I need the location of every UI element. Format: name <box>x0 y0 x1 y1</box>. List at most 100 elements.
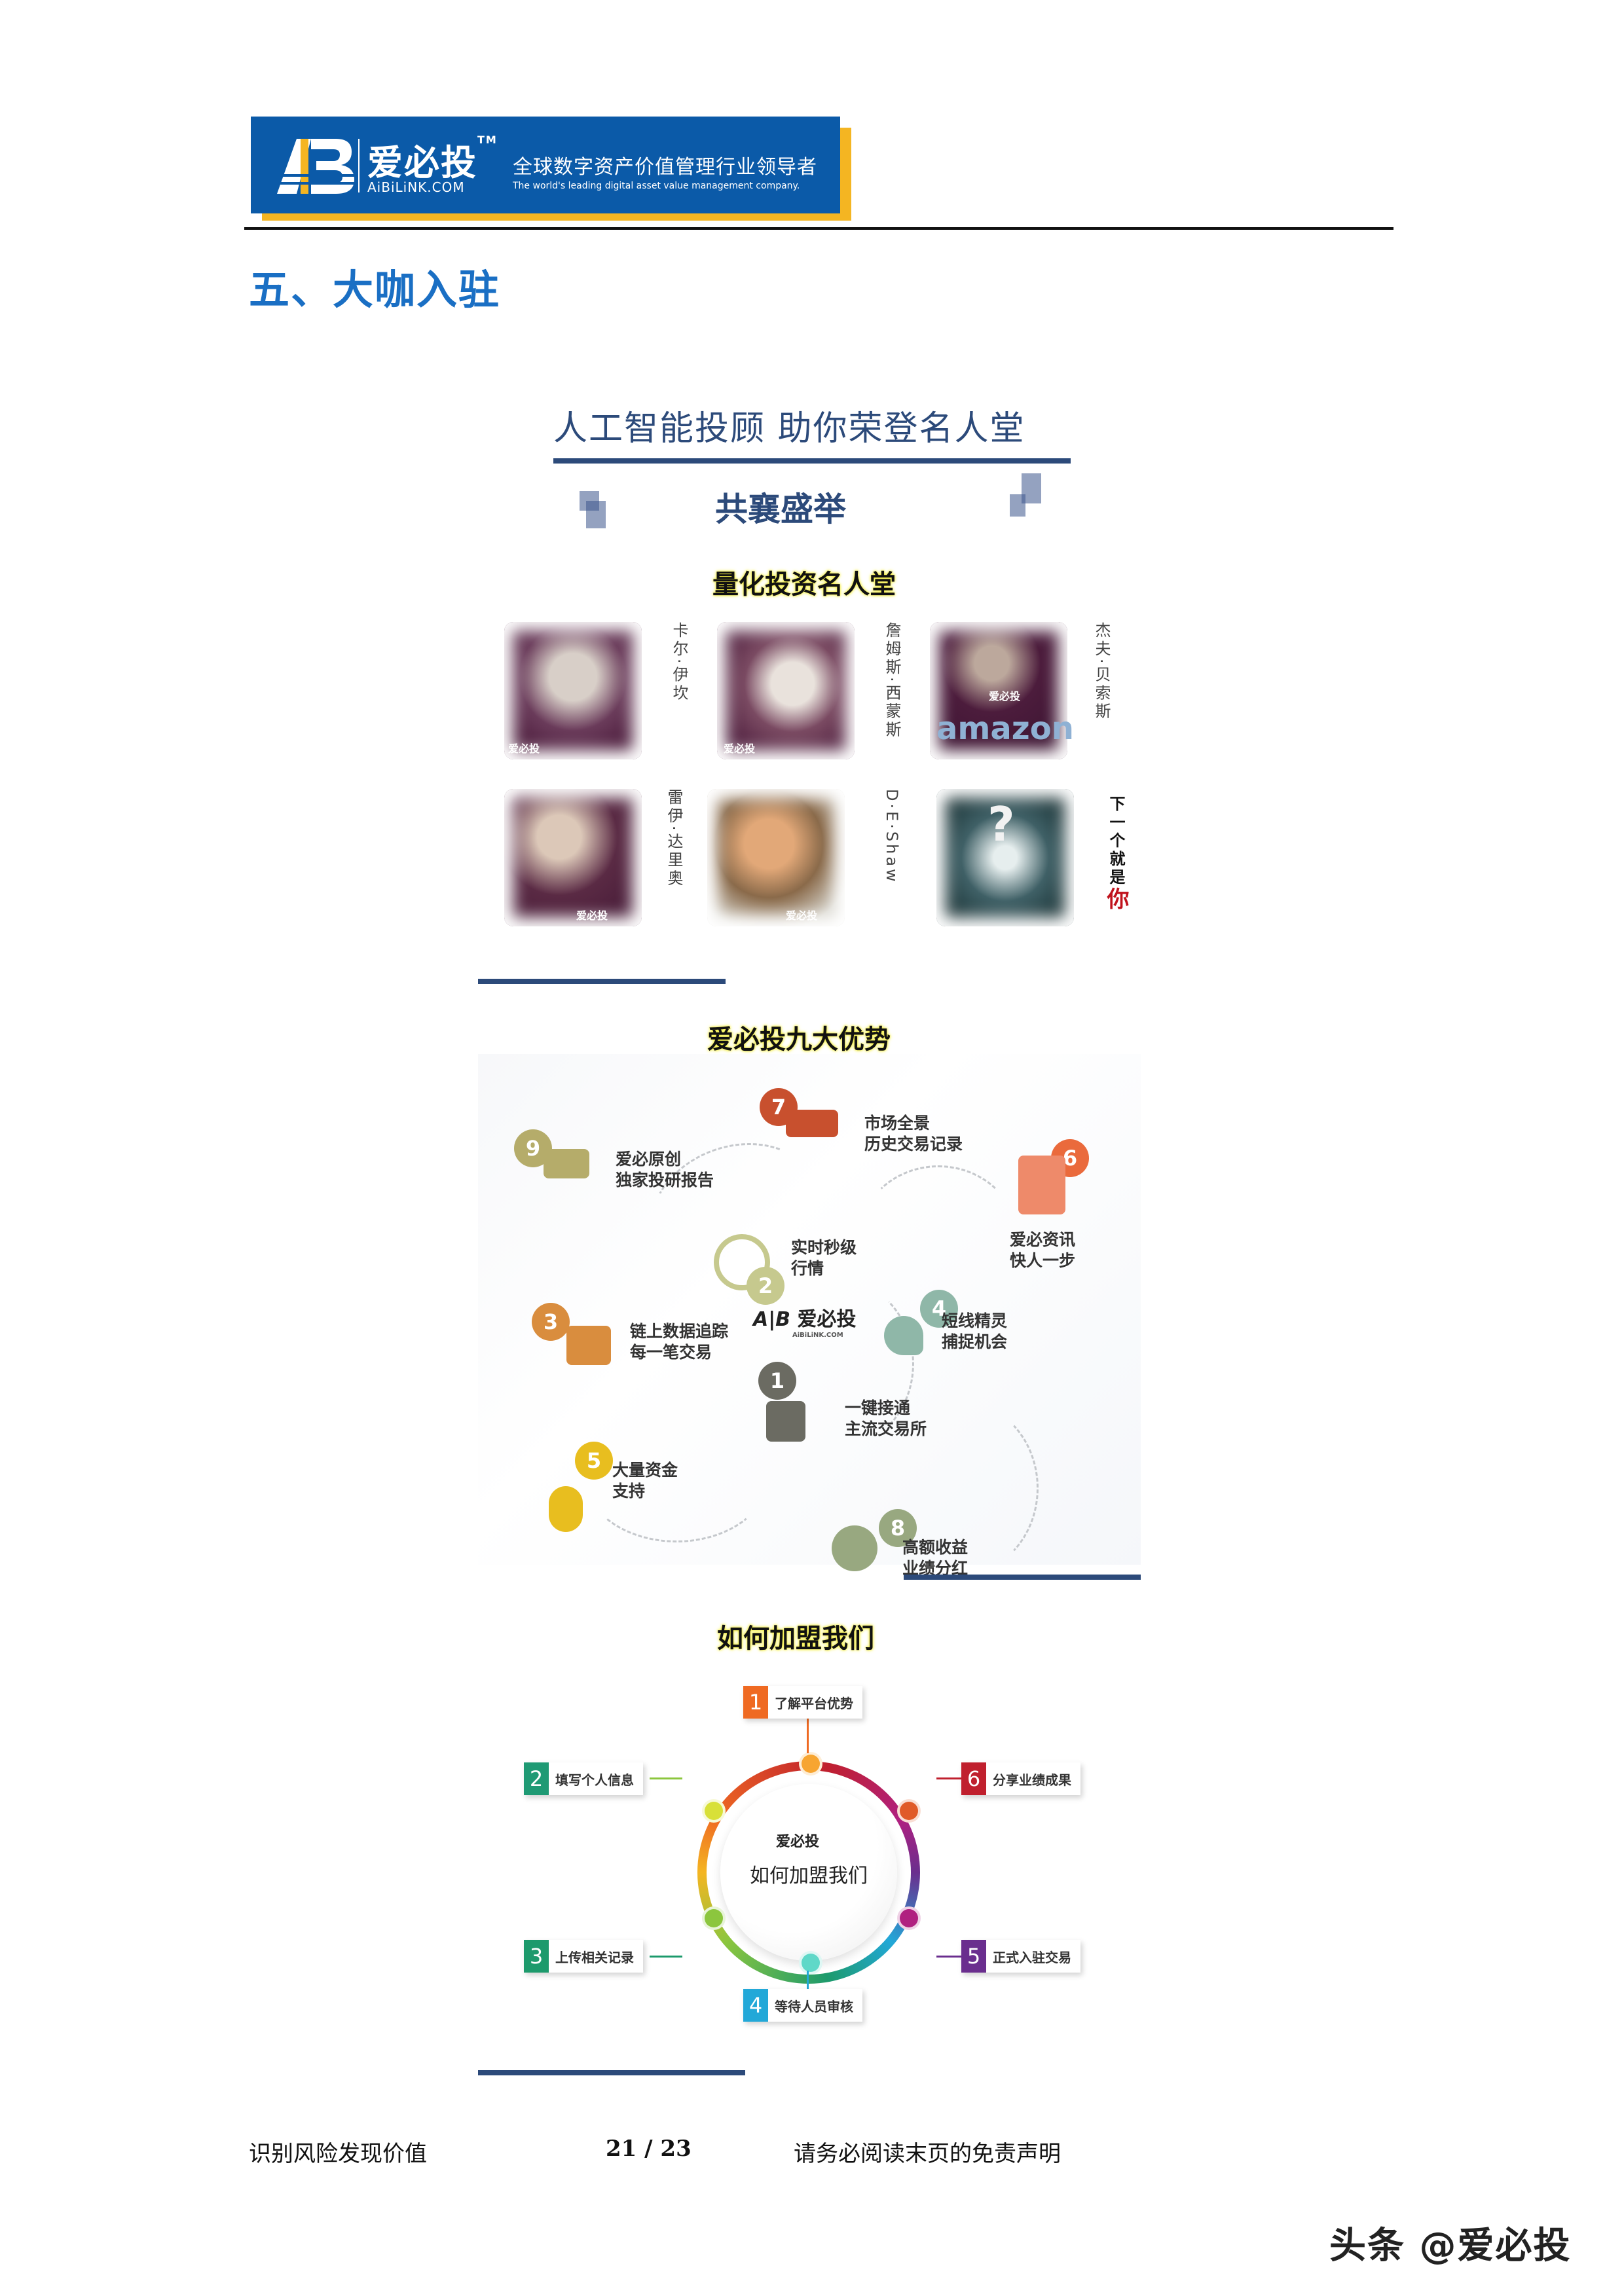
join-center-disc <box>720 1784 897 1961</box>
dashed-connector <box>583 1408 770 1542</box>
advantage-number-badge: 4 <box>920 1290 958 1328</box>
newspaper-icon <box>1018 1156 1065 1214</box>
connector-line <box>936 1956 969 1958</box>
alarm-clock-icon <box>714 1234 770 1290</box>
watermark-logo: 爱必投 <box>724 742 756 755</box>
person-name: 雷伊·达里奥 <box>665 789 683 888</box>
coins-icon <box>549 1486 583 1532</box>
portrait-image <box>717 622 855 759</box>
advantage-text-2: 实时秒级行情 <box>791 1238 857 1278</box>
person-card-de-shaw: 爱必投 D·E·Shaw <box>707 789 901 926</box>
advantage-text-7: 市场全景历史交易记录 <box>864 1114 963 1154</box>
portrait-image <box>930 622 1067 759</box>
advantage-number-badge: 5 <box>575 1442 613 1480</box>
advantage-text-6: 爱必资讯快人一步 <box>1010 1230 1076 1270</box>
advantage-text-3: 链上数据追踪每一笔交易 <box>630 1322 729 1362</box>
advantage-text-8: 高额收益业绩分红 <box>902 1538 969 1578</box>
advantage-text-4: 短线精灵捕捉机会 <box>942 1311 1008 1351</box>
join-title: 如何加盟我们 <box>717 1624 874 1654</box>
person-name: 杰夫·贝索斯 <box>1092 622 1111 721</box>
advantage-text-1: 一键接通主流交易所 <box>845 1398 927 1438</box>
portrait-image <box>504 622 642 759</box>
advantage-text-9: 爱必原创独家投研报告 <box>616 1150 714 1190</box>
decor-square <box>1010 494 1025 517</box>
dashed-connector <box>753 1277 914 1451</box>
ring-node <box>702 1906 726 1930</box>
watermark-logo: 爱必投 <box>989 690 1021 702</box>
logo-slogan: 全球数字资产价值管理行业领导者 <box>513 156 817 179</box>
poster-subheadline: 共襄盛举 <box>715 490 846 528</box>
amazon-logo-text: amazon <box>936 710 1074 747</box>
person-card-carl-icahn: 爱必投 卡尔·伊坎 <box>504 622 688 759</box>
join-center-logo: 爱必投 <box>776 1834 820 1850</box>
ring-node <box>799 1752 822 1776</box>
section-divider-bar <box>478 979 726 984</box>
person-name: 卡尔·伊坎 <box>670 622 688 703</box>
advantage-number-badge: 1 <box>758 1362 796 1400</box>
person-name: D·E·Shaw <box>883 789 901 884</box>
watermark-logo: 爱必投 <box>576 909 608 922</box>
phone-plus-icon <box>766 1401 805 1442</box>
ab-logo-icon <box>270 139 356 194</box>
portrait-image <box>707 789 845 926</box>
logo-slogan-english: The world's leading digital asset value … <box>513 181 800 191</box>
logo-domain: AiBiLiNK.COM <box>367 179 465 195</box>
page-number: 21 / 23 <box>606 2136 692 2162</box>
person-name: 下一个就是你 <box>1103 795 1129 912</box>
bird-plus-icon <box>884 1316 923 1355</box>
ring-node <box>799 1951 822 1975</box>
connector-line <box>650 1777 682 1779</box>
poster-headline: 人工智能投顾 助你荣登名人堂 <box>553 409 1025 448</box>
logo-brand-name: 爱必投TM <box>367 134 498 183</box>
money-bag-icon <box>832 1525 877 1571</box>
watermark-logo: 爱必投 <box>508 742 540 755</box>
person-name: 詹姆斯·西蒙斯 <box>883 622 901 740</box>
advantages-title: 爱必投九大优势 <box>707 1025 891 1055</box>
connector-line <box>936 1777 969 1779</box>
section-title: 五、大咖入驻 <box>249 266 501 314</box>
header-divider <box>244 227 1393 230</box>
mystery-silhouette-image <box>936 789 1074 926</box>
trademark-mark: TM <box>477 134 498 146</box>
printer-icon <box>544 1149 589 1178</box>
portrait-image <box>504 789 642 926</box>
advantage-number-badge: 8 <box>879 1509 917 1547</box>
person-card-jim-simons: 爱必投 詹姆斯·西蒙斯 <box>717 622 901 759</box>
emphasis-you: 你 <box>1103 887 1129 912</box>
logo-divider <box>358 139 360 192</box>
dashed-connector <box>858 1165 1019 1313</box>
disclaimer-notice: 请务必阅读末页的免责声明 <box>794 2141 1061 2167</box>
card-plus-icon <box>786 1110 838 1137</box>
poster-headline-rule <box>553 458 1071 464</box>
connector-line <box>807 1715 809 1753</box>
ring-node <box>702 1799 726 1823</box>
lock-mail-icon <box>566 1326 611 1365</box>
hall-of-fame-title: 量化投资名人堂 <box>712 570 896 600</box>
person-card-next-is-you: ? 下一个就是你 <box>936 789 1129 926</box>
ring-node <box>897 1799 921 1823</box>
question-mark-icon: ? <box>987 797 1015 852</box>
source-watermark: 头条 @爱必投 <box>1329 2225 1572 2267</box>
section-divider-bar <box>904 1575 1141 1580</box>
join-center-text: 如何加盟我们 <box>750 1865 868 1887</box>
ring-node <box>897 1906 921 1930</box>
connector-line <box>807 1971 809 2001</box>
embedded-infographic: 人工智能投顾 助你荣登名人堂 共襄盛举 量化投资名人堂 爱必投 卡尔·伊坎 爱必… <box>478 386 1141 2075</box>
footer-slogan: 识别风险发现价值 <box>249 2141 427 2167</box>
advantage-number-badge: 9 <box>514 1129 552 1167</box>
decor-square <box>586 501 606 528</box>
advantage-number-badge: 2 <box>747 1267 784 1305</box>
person-card-jeff-bezos: 爱必投 amazon 杰夫·贝索斯 <box>930 622 1111 759</box>
section-divider-bar <box>478 2070 745 2075</box>
advantage-text-5: 大量资金支持 <box>612 1461 678 1501</box>
watermark-logo: 爱必投 <box>786 909 818 922</box>
person-card-ray-dalio: 爱必投 雷伊·达里奥 <box>504 789 683 926</box>
advantages-center-logo: A|B 爱必投 AiBiLiNK.COM <box>753 1308 857 1339</box>
advantage-number-badge: 3 <box>532 1303 570 1341</box>
